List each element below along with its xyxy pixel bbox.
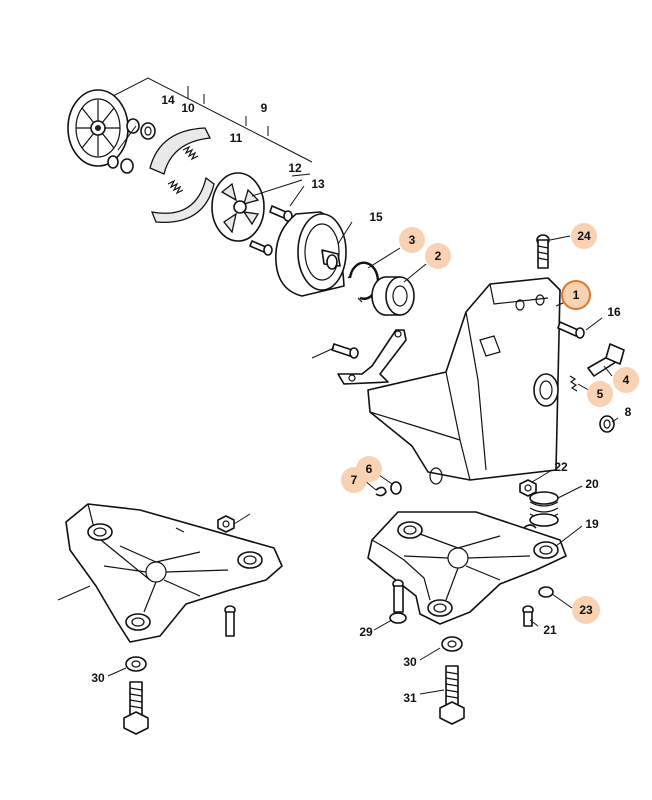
spring-part-11-upper xyxy=(182,145,199,161)
label-16[interactable]: 16 xyxy=(607,305,621,319)
screw-part-29 xyxy=(389,579,407,624)
lever-part-4 xyxy=(587,343,625,377)
washer-part-30-left xyxy=(125,656,147,672)
bolt-left xyxy=(123,681,149,735)
nut-part-22 xyxy=(519,479,537,497)
spring-part-5 xyxy=(569,375,578,392)
screw-part-16 xyxy=(557,321,585,339)
sleeve-small xyxy=(107,155,134,174)
label-23[interactable]: 23 xyxy=(579,603,593,617)
label-2[interactable]: 2 xyxy=(435,249,442,263)
label-5[interactable]: 5 xyxy=(597,387,604,401)
label-4[interactable]: 4 xyxy=(623,373,630,387)
selected-ring-1 xyxy=(561,280,591,310)
label-22[interactable]: 22 xyxy=(554,460,568,474)
washer-part-8 xyxy=(599,415,615,433)
bearing-part-2 xyxy=(371,276,415,316)
label-20[interactable]: 20 xyxy=(585,477,599,491)
screw-left xyxy=(224,605,236,637)
highlight-bubble-24[interactable] xyxy=(571,223,597,249)
label-6[interactable]: 6 xyxy=(366,462,373,476)
label-12[interactable]: 12 xyxy=(288,161,302,175)
spring-part-20 xyxy=(529,491,559,527)
pin-drum xyxy=(249,240,273,256)
highlight-bubble-23[interactable] xyxy=(572,596,600,624)
clutch-drum-part-15 xyxy=(275,211,347,297)
label-30-left[interactable]: 30 xyxy=(91,671,105,685)
label-30-right[interactable]: 30 xyxy=(403,655,417,669)
circlip-part-3 xyxy=(347,261,379,303)
label-21[interactable]: 21 xyxy=(543,623,557,637)
housing-part-1 xyxy=(367,277,561,485)
screw-part-24 xyxy=(536,234,550,269)
washer-part-10 xyxy=(126,118,156,140)
base-plate-part-19 xyxy=(367,511,567,625)
spring-clip xyxy=(523,524,537,529)
screw-part-21 xyxy=(522,605,534,627)
clutch-shoe-lower xyxy=(150,176,215,223)
highlight-bubble-1[interactable] xyxy=(562,281,590,309)
clutch-carrier-part-12 xyxy=(211,172,265,242)
label-29[interactable]: 29 xyxy=(359,625,373,639)
highlight-bubble-2[interactable] xyxy=(425,243,451,269)
label-10[interactable]: 10 xyxy=(181,101,195,115)
label-24[interactable]: 24 xyxy=(577,229,591,243)
highlight-bubble-7[interactable] xyxy=(341,467,367,493)
bracket-screw xyxy=(311,343,359,359)
bolt-part-31 xyxy=(439,665,465,725)
spring-part-11-lower xyxy=(167,179,184,195)
label-14[interactable]: 14 xyxy=(161,93,175,107)
label-1[interactable]: 1 xyxy=(573,288,580,302)
label-15[interactable]: 15 xyxy=(369,210,383,224)
clutch-shoe-upper xyxy=(149,127,212,175)
cable-bracket xyxy=(337,329,407,385)
label-11[interactable]: 11 xyxy=(230,131,243,145)
label-7[interactable]: 7 xyxy=(351,473,358,487)
highlight-bubble-5[interactable] xyxy=(587,381,613,407)
label-9[interactable]: 9 xyxy=(261,101,268,115)
nut-left xyxy=(217,513,251,533)
label-3[interactable]: 3 xyxy=(409,233,416,247)
highlight-bubble-3[interactable] xyxy=(399,227,425,253)
clutch-plate xyxy=(67,89,129,167)
label-13[interactable]: 13 xyxy=(311,177,325,191)
base-plate-left xyxy=(65,503,283,643)
screw-part-13 xyxy=(269,205,293,222)
label-19[interactable]: 19 xyxy=(585,517,599,531)
washer-part-6 xyxy=(390,481,402,495)
label-31[interactable]: 31 xyxy=(403,691,417,705)
clip-part-7 xyxy=(375,486,387,497)
washer-part-30-right xyxy=(441,636,463,652)
washer-part-23 xyxy=(538,586,554,598)
label-8[interactable]: 8 xyxy=(625,405,632,419)
highlight-bubble-4[interactable] xyxy=(613,367,639,393)
